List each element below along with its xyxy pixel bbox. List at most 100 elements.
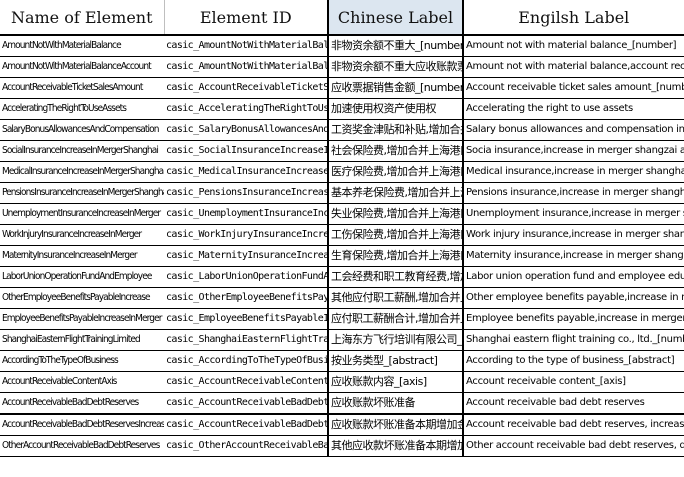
cell-english-label[interactable]: Account receivable ticket sales amount_[… <box>463 77 684 99</box>
cell-name-of-element[interactable]: AccountReceivableBadDebtReserves <box>0 392 164 415</box>
cell-chinese-label[interactable]: 应付职工薪酬合计,增加合并上海港口 <box>327 308 464 330</box>
header-row: Name of Element Element ID Chinese Label… <box>0 0 684 36</box>
cell-element-id[interactable]: casic_AmountNotWithMaterialBalance <box>164 35 328 57</box>
cell-chinese-label[interactable]: 非物资余额不重大_[number] <box>327 35 464 57</box>
cell-chinese-label[interactable]: 应收账款坏账准备本期增加金额,增加 <box>327 414 464 436</box>
header-element-id[interactable]: Element ID <box>164 0 329 36</box>
cell-chinese-label[interactable]: 生育保险费,增加合并上海港口 <box>327 245 464 267</box>
cell-english-label[interactable]: Other employee benefits payable,increase… <box>463 287 684 309</box>
cell-english-label[interactable]: Account receivable bad debt reserves <box>463 392 684 415</box>
cell-chinese-label[interactable]: 社会保险费,增加合并上海港口 <box>327 140 464 162</box>
cell-element-id[interactable]: casic_AccordingToTheTypeOfBusiness <box>164 350 328 372</box>
cell-english-label[interactable]: Labor union operation fund and employee … <box>463 266 684 288</box>
cell-chinese-label[interactable]: 医疗保险费,增加合并上海港口 <box>327 161 464 183</box>
cell-name-of-element[interactable]: AcceleratingTheRightToUseAssets <box>0 98 164 120</box>
cell-name-of-element[interactable]: AccordingToTheTypeOfBusiness <box>0 350 164 372</box>
cell-name-of-element[interactable]: ShanghaiEasternFlightTrainingLimited <box>0 329 164 351</box>
cell-name-of-element[interactable]: PensionsInsuranceIncreaseInMergerShangha… <box>0 182 164 204</box>
cell-chinese-label[interactable]: 失业保险费,增加合并上海港口 <box>327 203 464 225</box>
header-name-of-element[interactable]: Name of Element <box>0 0 165 36</box>
cell-name-of-element[interactable]: MedicalInsuranceIncreaseInMergerShanghai <box>0 161 164 183</box>
cell-name-of-element[interactable]: WorkInjuryInsuranceIncreaseInMerger <box>0 224 164 246</box>
cell-element-id[interactable]: casic_LaborUnionOperationFundAndEmployee <box>164 266 328 288</box>
cell-english-label[interactable]: Salary bonus allowances and compensation… <box>463 119 684 141</box>
table-row: AccountReceivableBadDebtReservesIncrease… <box>0 414 684 436</box>
cell-english-label[interactable]: Amount not with material balance,account… <box>463 56 684 78</box>
cell-element-id[interactable]: casic_OtherEmployeeBenefitsPayableIncrea… <box>164 287 328 309</box>
cell-chinese-label[interactable]: 其他应收款坏账准备本期增加金额,减少 <box>327 435 464 457</box>
cell-name-of-element[interactable]: AccountReceivableContentAxis <box>0 371 164 393</box>
cell-chinese-label[interactable]: 工会经费和职工教育经费,增加合并上海 <box>327 266 464 288</box>
cell-english-label[interactable]: Work injury insurance,increase in merger… <box>463 224 684 246</box>
cell-chinese-label[interactable]: 应收账款内容_[axis] <box>327 371 464 393</box>
cell-chinese-label[interactable]: 按业务类型_[abstract] <box>327 350 464 372</box>
cell-element-id[interactable]: casic_SalaryBonusAllowancesAndCompensati… <box>164 119 328 141</box>
cell-name-of-element[interactable]: LaborUnionOperationFundAndEmployee <box>0 266 164 288</box>
cell-english-label[interactable]: Maternity insurance,increase in merger s… <box>463 245 684 267</box>
cell-name-of-element[interactable]: AmountNotWithMaterialBalance <box>0 35 164 57</box>
cell-chinese-label[interactable]: 应收票据销售金额_[number] <box>327 77 464 99</box>
cell-english-label[interactable]: Other account receivable bad debt reserv… <box>463 435 684 457</box>
cell-element-id[interactable]: casic_AccountReceivableBadDebtReservesIn… <box>164 414 328 436</box>
cell-element-id[interactable]: casic_AccountReceivableBadDebtReserves <box>164 392 328 415</box>
cell-english-label[interactable]: Medical insurance,increase in merger sha… <box>463 161 684 183</box>
cell-english-label[interactable]: According to the type of business_[abstr… <box>463 350 684 372</box>
cell-chinese-label[interactable]: 基本养老保险费,增加合并上海港口 <box>327 182 464 204</box>
cell-name-of-element[interactable]: AccountReceivableBadDebtReservesIncrease <box>0 414 164 436</box>
cell-element-id[interactable]: casic_WorkInjuryInsuranceIncreaseInMerge… <box>164 224 328 246</box>
cell-chinese-label[interactable]: 应收账款坏账准备 <box>327 392 464 415</box>
cell-element-id[interactable]: casic_EmployeeBenefitsPayableIncrease <box>164 308 328 330</box>
cell-name-of-element[interactable]: SalaryBonusAllowancesAndCompensation <box>0 119 164 141</box>
header-chinese-label[interactable]: Chinese Label <box>327 0 464 36</box>
cell-element-id[interactable]: casic_OtherAccountReceivableBadDebtReser… <box>164 435 328 457</box>
cell-english-label[interactable]: Pensions insurance,increase in merger sh… <box>463 182 684 204</box>
cell-chinese-label[interactable]: 工伤保险费,增加合并上海港口 <box>327 224 464 246</box>
cell-name-of-element[interactable]: AccountReceivableTicketSalesAmount <box>0 77 164 99</box>
cell-element-id[interactable]: casic_MaternityInsuranceIncreaseInMerger <box>164 245 328 267</box>
cell-english-label[interactable]: Socia insurance,increase in merger shang… <box>463 140 684 162</box>
cell-english-label[interactable]: Account receivable bad debt reserves, in… <box>463 414 684 436</box>
cell-english-label[interactable]: Unemployment insurance,increase in merge… <box>463 203 684 225</box>
cell-element-id[interactable]: casic_AcceleratingTheRightToUseAssets <box>164 98 328 120</box>
cell-name-of-element[interactable]: OtherEmployeeBenefitsPayableIncrease <box>0 287 164 309</box>
cell-element-id[interactable]: casic_AccountReceivableTicketSalesAmount <box>164 77 328 99</box>
cell-element-id[interactable]: casic_UnemploymentInsuranceIncreaseInMer… <box>164 203 328 225</box>
cell-name-of-element[interactable]: MaternityInsuranceIncreaseInMerger <box>0 245 164 267</box>
cell-element-id[interactable]: casic_SocialInsuranceIncreaseInMerger <box>164 140 328 162</box>
cell-english-label[interactable]: Employee benefits payable,increase in me… <box>463 308 684 330</box>
cell-element-id[interactable]: casic_ShanghaiEasternFlightTraining <box>164 329 328 351</box>
table-row: PensionsInsuranceIncreaseInMergerShangha… <box>0 182 684 204</box>
cell-name-of-element[interactable]: OtherAccountReceivableBadDebtReserves <box>0 435 164 457</box>
header-english-label[interactable]: Engilsh Label <box>463 0 684 36</box>
cell-name-of-element[interactable]: SocialInsuranceIncreaseInMergerShanghai <box>0 140 164 162</box>
cell-chinese-label[interactable]: 工资奖金津贴和补贴,增加合并上海 <box>327 119 464 141</box>
cell-element-id[interactable]: casic_AmountNotWithMaterialBalanceAccoun… <box>164 56 328 78</box>
cell-english-label[interactable]: Accelerating the right to use assets <box>463 98 684 120</box>
cell-chinese-label[interactable]: 其他应付职工薪酬,增加合并上海港口 <box>327 287 464 309</box>
cell-english-label[interactable]: Amount not with material balance_[number… <box>463 35 684 57</box>
cell-element-id[interactable]: casic_AccountReceivableContentAxis <box>164 371 328 393</box>
cell-name-of-element[interactable]: EmployeeBenefitsPayableIncreaseInMerger <box>0 308 164 330</box>
cell-chinese-label[interactable]: 上海东方飞行培训有限公司_[number] <box>327 329 464 351</box>
cell-chinese-label[interactable]: 加速使用权资产使用权 <box>327 98 464 120</box>
cell-element-id[interactable]: casic_PensionsInsuranceIncreaseInMerger <box>164 182 328 204</box>
cell-element-id[interactable]: casic_MedicalInsuranceIncreaseInMerger <box>164 161 328 183</box>
cell-english-label[interactable]: Shanghai eastern flight training co., lt… <box>463 329 684 351</box>
cell-english-label[interactable]: Account receivable content_[axis] <box>463 371 684 393</box>
cell-name-of-element[interactable]: UnemploymentInsuranceIncreaseInMerger <box>0 203 164 225</box>
element-table: Name of Element Element ID Chinese Label… <box>0 0 684 457</box>
cell-chinese-label[interactable]: 非物资余额不重大应收账款票据情况 <box>327 56 464 78</box>
cell-name-of-element[interactable]: AmountNotWithMaterialBalanceAccount <box>0 56 164 78</box>
